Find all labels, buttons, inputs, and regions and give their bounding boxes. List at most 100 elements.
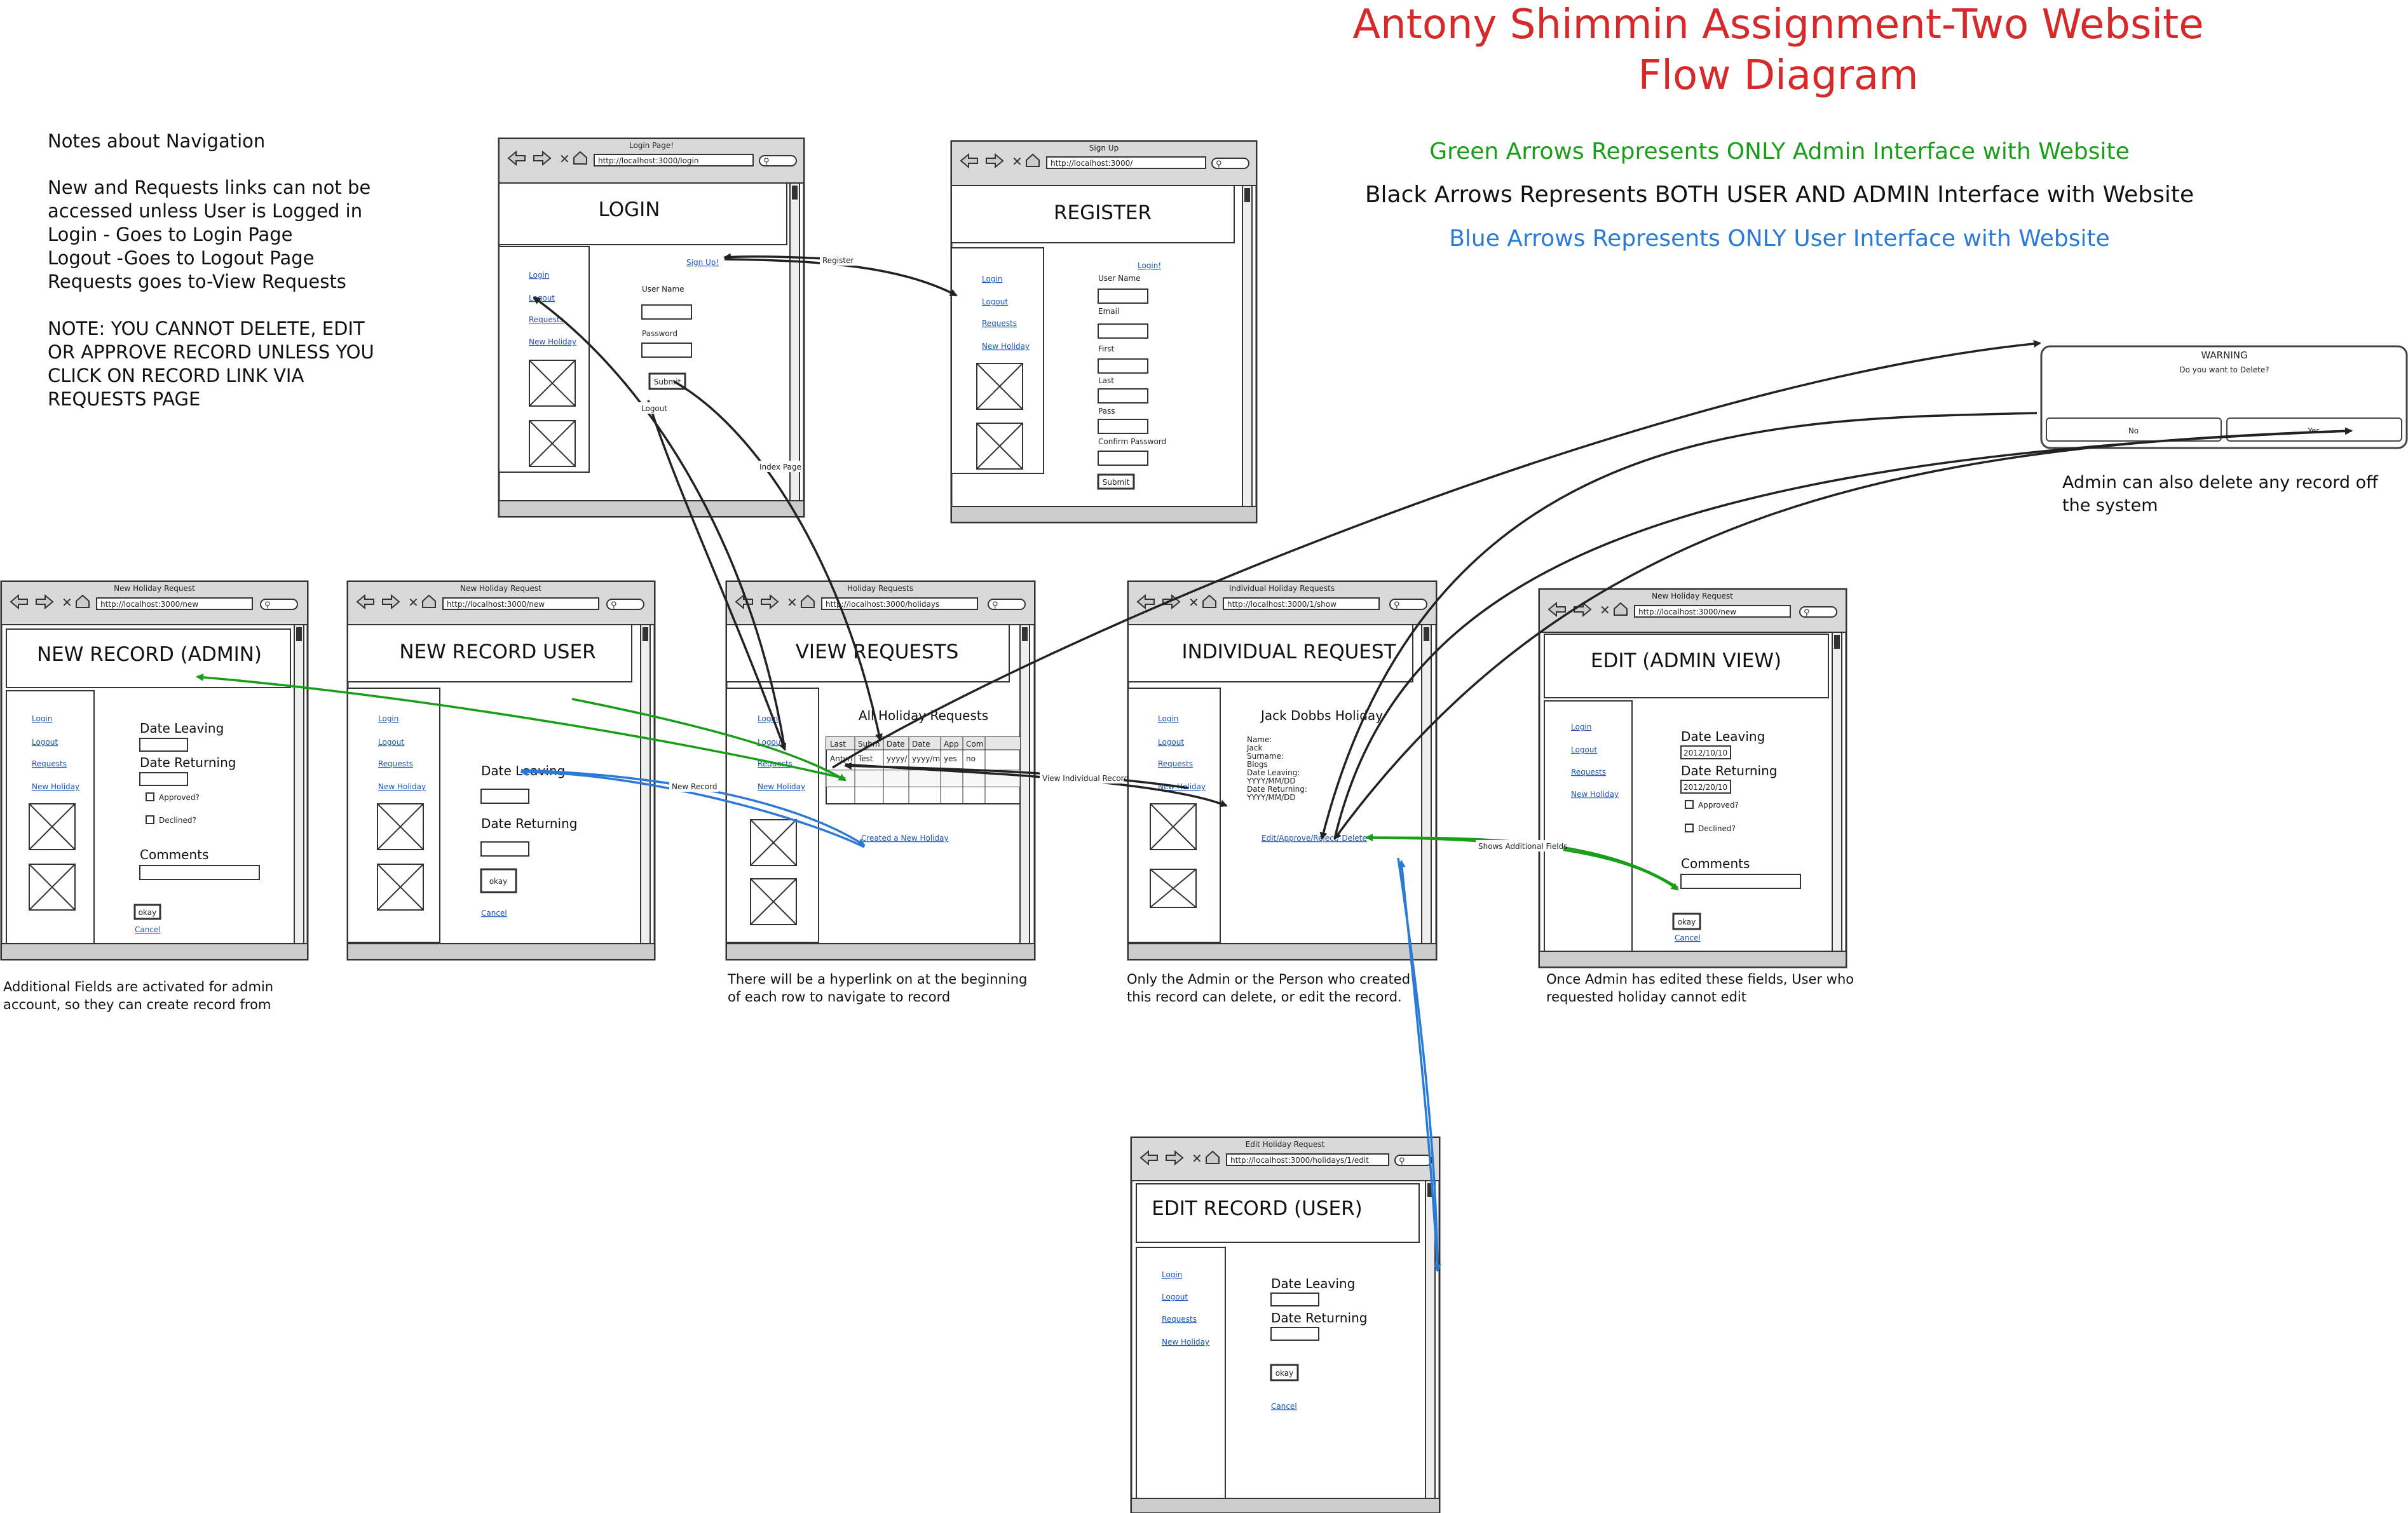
nav-forward-icon[interactable] (36, 594, 54, 610)
home-icon[interactable] (801, 594, 815, 608)
close-icon[interactable]: ✕ (408, 595, 419, 610)
nav-new-holiday-link[interactable]: New Holiday (32, 782, 79, 791)
address-bar[interactable] (1223, 597, 1380, 610)
search-box[interactable] (606, 599, 644, 610)
password-field[interactable] (641, 343, 692, 358)
username-field[interactable] (641, 304, 692, 320)
close-icon[interactable]: ✕ (1600, 602, 1610, 618)
scrollbar[interactable] (1421, 624, 1432, 944)
username-field[interactable] (1098, 288, 1148, 304)
date-returning-field[interactable] (1680, 780, 1731, 794)
nav-back-icon[interactable] (1139, 1150, 1158, 1166)
declined-checkbox[interactable] (146, 815, 154, 824)
home-icon[interactable] (76, 594, 90, 608)
nav-new-holiday-link[interactable]: New Holiday (1162, 1338, 1209, 1347)
home-icon[interactable] (1026, 153, 1040, 167)
nav-forward-icon[interactable] (382, 594, 400, 610)
search-box[interactable] (988, 599, 1026, 610)
edit-approve-reject-delete-link[interactable]: Edit/Approve/Reject/ Delete (1262, 834, 1367, 843)
date-leaving-field[interactable] (139, 738, 188, 752)
home-icon[interactable] (1202, 594, 1216, 608)
search-box[interactable] (1211, 158, 1249, 169)
scrollbar[interactable] (1242, 185, 1253, 507)
submit-button[interactable] (648, 372, 686, 390)
address-bar[interactable] (1226, 1153, 1389, 1166)
nav-requests-link[interactable]: Requests (982, 319, 1017, 328)
date-returning-field[interactable] (1270, 1327, 1319, 1341)
declined-checkbox[interactable] (1685, 824, 1694, 832)
date-returning-field[interactable] (480, 841, 529, 857)
signup-link[interactable]: Sign Up! (686, 258, 719, 267)
nav-requests-link[interactable]: Requests (1571, 768, 1606, 777)
nav-login-link[interactable]: Login (1158, 714, 1178, 723)
comments-field[interactable] (1680, 874, 1801, 889)
scrollbar[interactable] (294, 624, 304, 944)
scrollbar[interactable] (1019, 624, 1030, 944)
create-new-holiday-link[interactable]: Created a New Holiday (861, 834, 949, 843)
scrollbar[interactable] (1832, 632, 1842, 952)
cancel-link[interactable]: Cancel (135, 925, 161, 934)
address-bar[interactable] (96, 597, 253, 610)
home-icon[interactable] (1614, 602, 1628, 616)
nav-login-link[interactable]: Login (1162, 1270, 1182, 1279)
address-bar[interactable] (821, 597, 978, 610)
address-bar[interactable] (442, 597, 599, 610)
home-icon[interactable] (1206, 1150, 1220, 1164)
search-box[interactable] (1799, 606, 1837, 618)
nav-logout-link[interactable]: Logout (1158, 738, 1184, 747)
comments-field[interactable] (139, 865, 260, 880)
close-icon[interactable]: ✕ (787, 595, 798, 610)
okay-button[interactable] (480, 868, 517, 893)
home-icon[interactable] (573, 151, 587, 165)
password-field[interactable] (1098, 419, 1148, 434)
table-cell-link[interactable]: Antyn (830, 754, 852, 763)
nav-new-holiday-link[interactable]: New Holiday (1571, 790, 1619, 799)
search-box[interactable] (1389, 599, 1427, 610)
search-box[interactable] (260, 599, 298, 610)
close-icon[interactable]: ✕ (62, 595, 72, 610)
address-bar[interactable] (1634, 605, 1791, 618)
nav-logout-link[interactable]: Logout (378, 738, 404, 747)
nav-requests-link[interactable]: Requests (1162, 1315, 1197, 1324)
close-icon[interactable]: ✕ (1012, 154, 1023, 169)
address-bar[interactable] (1046, 156, 1206, 169)
nav-requests-link[interactable]: Requests (378, 759, 413, 768)
nav-logout-link[interactable]: Logout (529, 294, 555, 302)
okay-button[interactable] (1270, 1364, 1299, 1381)
nav-logout-link[interactable]: Logout (758, 738, 784, 747)
nav-new-holiday-link[interactable]: New Holiday (982, 342, 1030, 351)
nav-forward-icon[interactable] (761, 594, 779, 610)
scrollbar[interactable] (1425, 1180, 1436, 1500)
last-name-field[interactable] (1098, 388, 1148, 404)
okay-button[interactable] (1672, 913, 1701, 930)
submit-button[interactable] (1097, 473, 1135, 490)
date-leaving-field[interactable] (1270, 1292, 1319, 1306)
nav-login-link[interactable]: Login (32, 714, 52, 723)
nav-back-icon[interactable] (735, 594, 753, 610)
nav-back-icon[interactable] (960, 153, 978, 169)
confirm-password-field[interactable] (1098, 451, 1148, 466)
date-leaving-field[interactable] (1680, 745, 1731, 759)
nav-back-icon[interactable] (507, 150, 526, 166)
home-icon[interactable] (422, 594, 436, 608)
nav-login-link[interactable]: Login (378, 714, 398, 723)
cancel-link[interactable]: Cancel (481, 909, 507, 918)
nav-logout-link[interactable]: Logout (32, 738, 58, 747)
scrollbar[interactable] (789, 182, 800, 501)
nav-back-icon[interactable] (10, 594, 28, 610)
approved-checkbox[interactable] (146, 792, 154, 801)
nav-forward-icon[interactable] (986, 153, 1004, 169)
close-icon[interactable]: ✕ (1188, 595, 1199, 610)
cancel-link[interactable]: Cancel (1675, 933, 1701, 942)
date-leaving-field[interactable] (480, 789, 529, 804)
nav-logout-link[interactable]: Logout (1162, 1292, 1188, 1301)
nav-login-link[interactable]: Login (1571, 723, 1591, 731)
search-box[interactable] (759, 155, 797, 166)
nav-requests-link[interactable]: Requests (1158, 759, 1193, 768)
approved-checkbox[interactable] (1685, 800, 1694, 809)
nav-logout-link[interactable]: Logout (982, 297, 1008, 306)
no-button[interactable] (2046, 417, 2222, 442)
nav-new-holiday-link[interactable]: New Holiday (529, 337, 576, 346)
first-name-field[interactable] (1098, 358, 1148, 374)
okay-button[interactable] (133, 904, 161, 920)
